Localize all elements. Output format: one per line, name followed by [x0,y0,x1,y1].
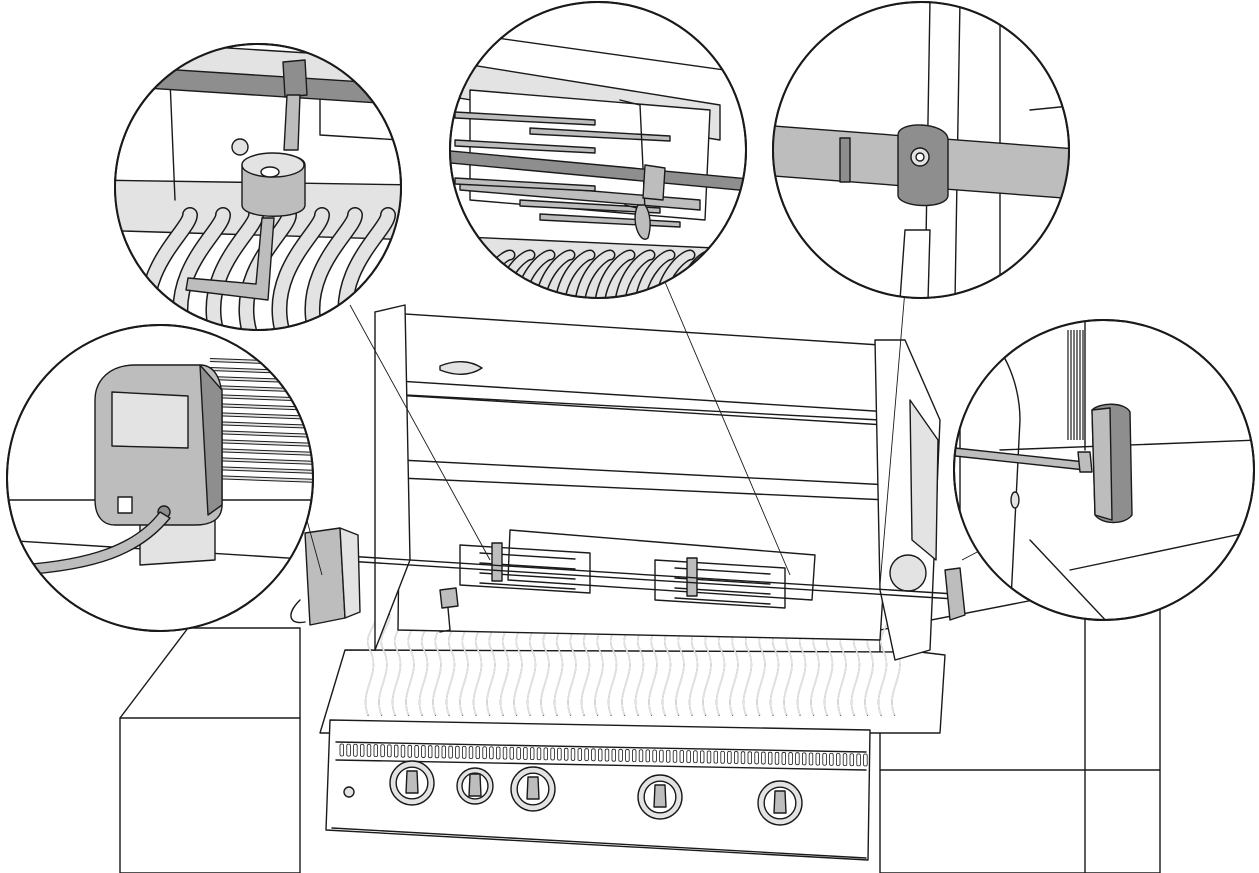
lid-handle-bracket [439,361,483,375]
callout-spit-collar [772,1,1070,299]
spit-rod [329,554,956,595]
callout-fork-thumbscrew [114,43,402,331]
callout-spit-handle [953,319,1255,621]
left-side-cabinet [119,627,301,873]
spit-forks-main [459,542,786,609]
igniter-button [343,786,355,798]
callout-motor [6,324,314,632]
spit-handle-main [944,567,966,621]
rotisserie-motor-main [304,527,346,626]
leader-lines [299,274,1001,586]
panel-vents [339,743,868,767]
grill-body [119,304,1161,873]
callout-spit-forks [449,1,747,299]
control-knobs [389,760,803,826]
